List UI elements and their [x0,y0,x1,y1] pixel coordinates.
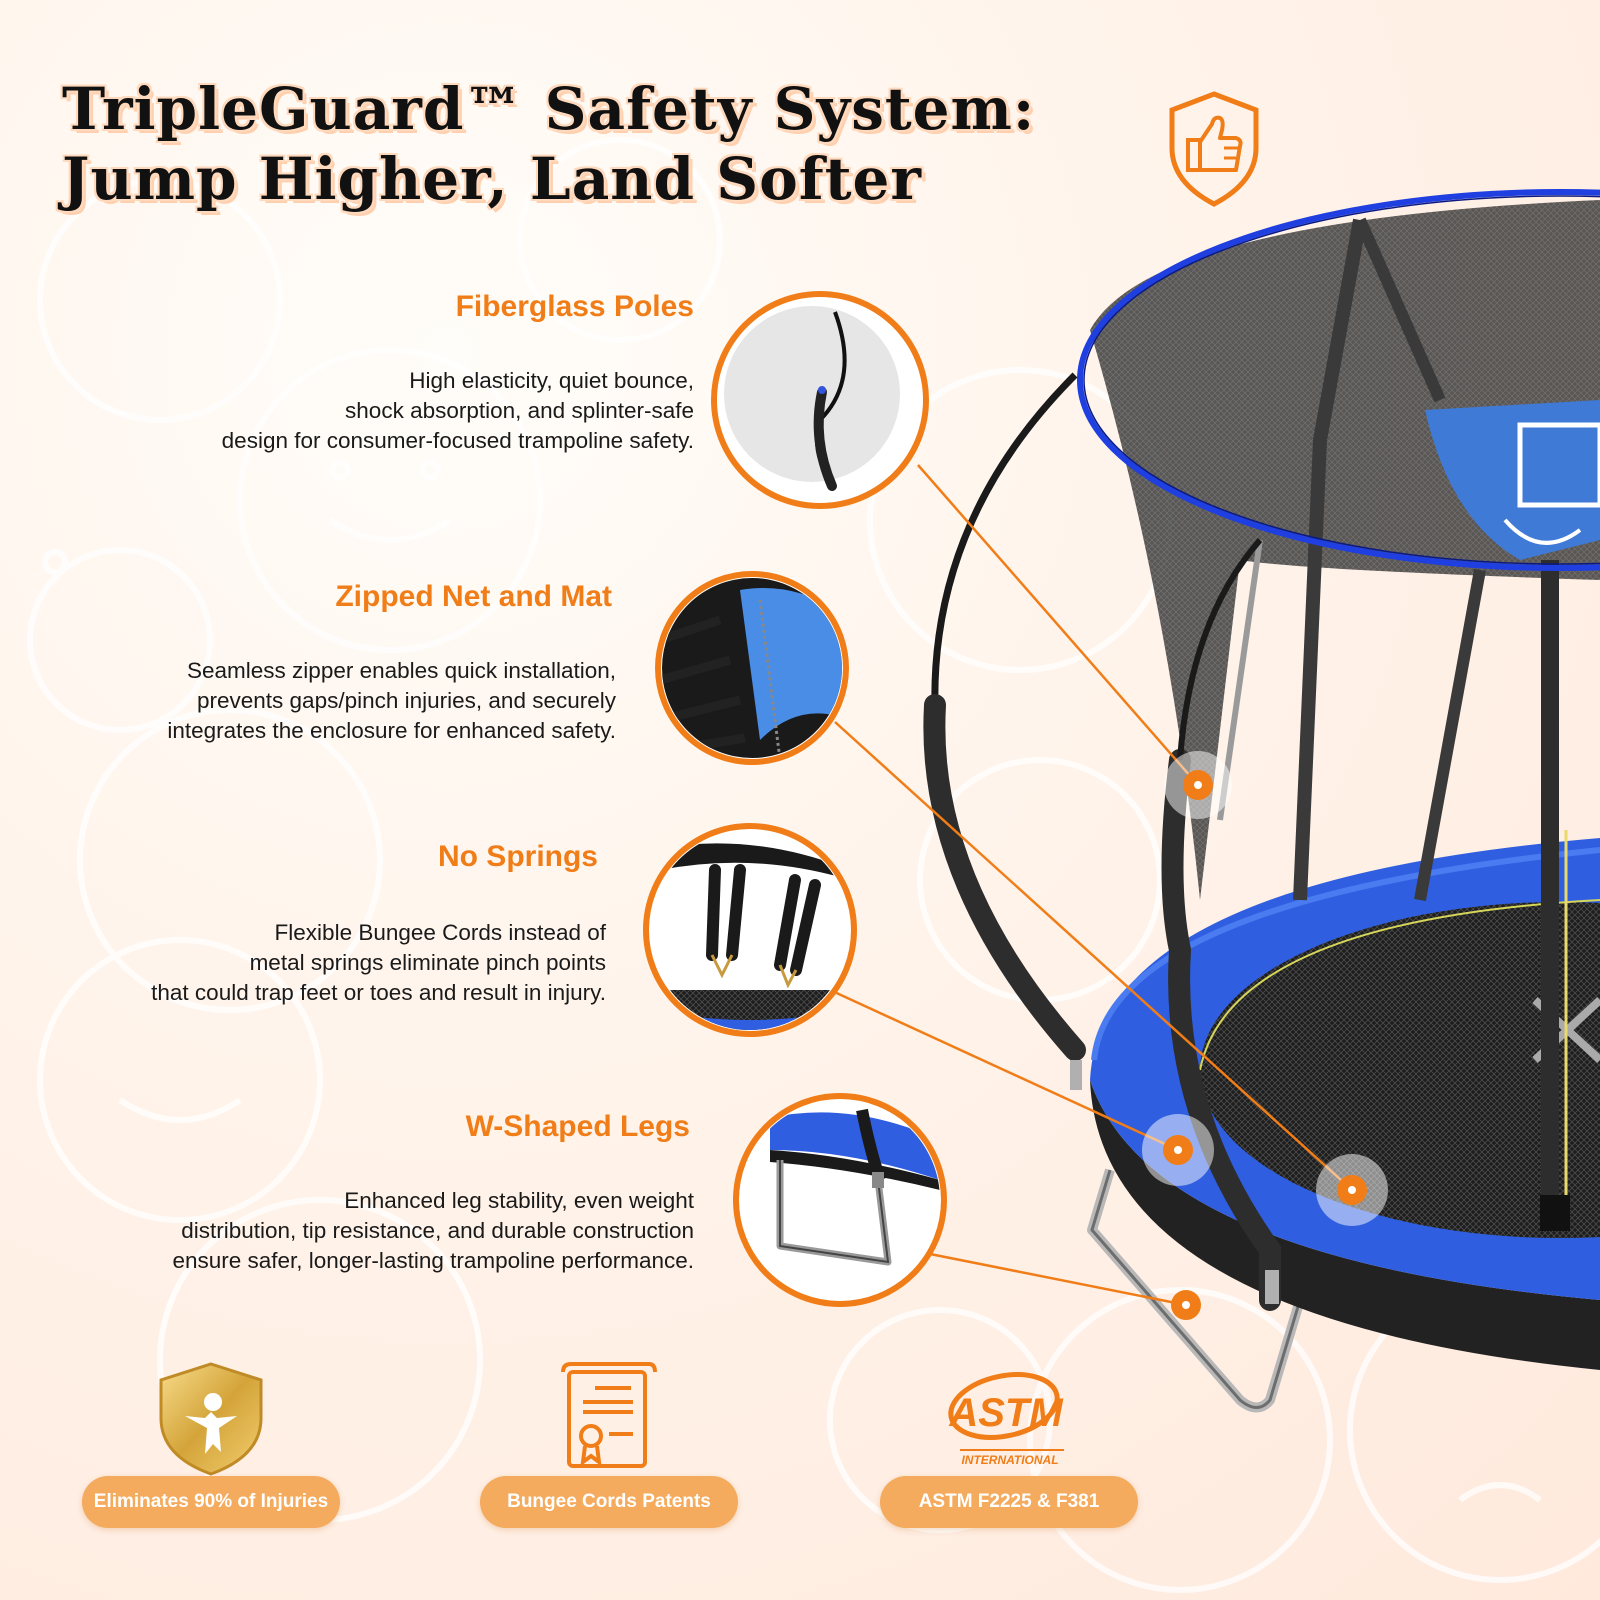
callout-fiberglass-poles [711,291,929,509]
desc-line: design for consumer-focused trampoline s… [221,428,694,453]
badge-bungee-patents: Bungee Cords Patents [480,1476,738,1528]
safety-net-enclosure [923,189,1600,1311]
feature-title-no-springs: No Springs [437,840,598,873]
safety-shield-icon [159,1362,263,1476]
page-title-line-2: Jump Higher, Land Softer [62,145,922,213]
desc-line: Flexible Bungee Cords instead of [274,920,606,945]
feature-title-zipped-net: Zipped Net and Mat [335,580,612,613]
astm-logo: ASTM INTERNATIONAL [948,1372,1064,1467]
desc-line: Seamless zipper enables quick installati… [187,658,616,683]
callout-zipped-net [655,571,849,765]
hotspot-markers [1142,751,1388,1320]
desc-line: Enhanced leg stability, even weight [344,1188,694,1213]
callout-w-shaped-legs [733,1093,947,1307]
feature-desc-fiberglass-poles: High elasticity, quiet bounce, shock abs… [100,366,694,456]
desc-line: distribution, tip resistance, and durabl… [181,1218,694,1243]
desc-line: prevents gaps/pinch injuries, and secure… [197,688,616,713]
callout-no-springs [643,823,857,1037]
desc-line: integrates the enclosure for enhanced sa… [167,718,616,743]
feature-title-fiberglass-poles: Fiberglass Poles [455,290,694,323]
desc-line: High elasticity, quiet bounce, [409,368,694,393]
page-title-line-1: TripleGuard™ Safety System: [62,75,1036,143]
desc-line: that could trap feet or toes and result … [151,980,606,1005]
feature-desc-w-shaped-legs: Enhanced leg stability, even weight dist… [40,1186,694,1276]
feature-desc-no-springs: Flexible Bungee Cords instead of metal s… [40,918,606,1008]
desc-line: metal springs eliminate pinch points [249,950,606,975]
thumbs-up-shield-icon [1169,91,1259,207]
certificate-icon [561,1362,657,1468]
badge-astm-standards: ASTM F2225 & F381 [880,1476,1138,1528]
feature-desc-zipped-net: Seamless zipper enables quick installati… [60,656,616,746]
astm-logo-subtext: INTERNATIONAL [961,1453,1058,1467]
callout-leader-lines [829,464,1353,1307]
badge-eliminates-injuries: Eliminates 90% of Injuries [82,1476,340,1528]
desc-line: ensure safer, longer-lasting trampoline … [172,1248,694,1273]
feature-title-w-shaped-legs: W-Shaped Legs [465,1110,690,1143]
desc-line: shock absorption, and splinter-safe [345,398,694,423]
astm-logo-text: ASTM [948,1391,1064,1435]
